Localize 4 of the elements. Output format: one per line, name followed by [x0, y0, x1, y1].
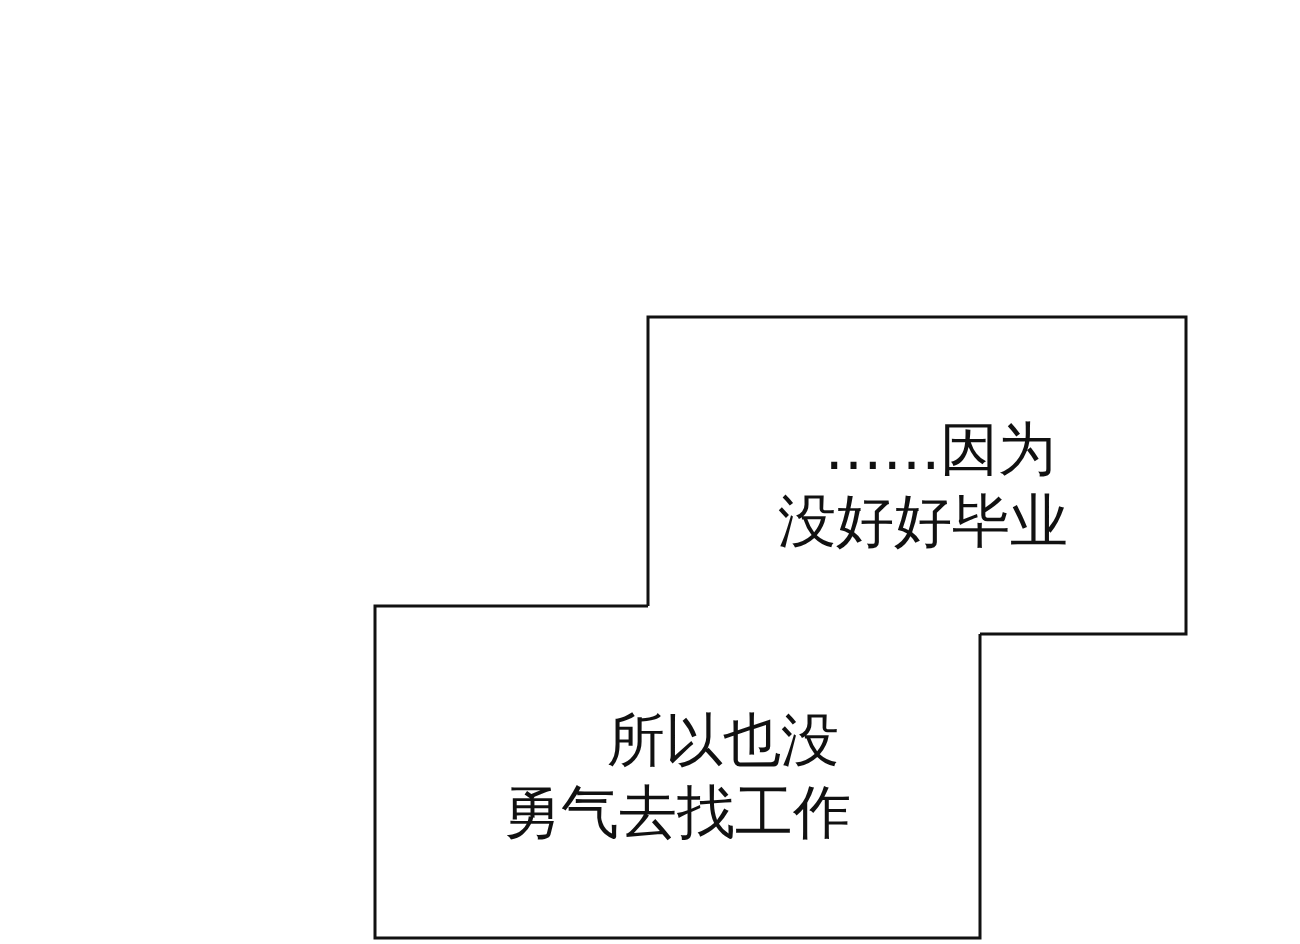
caption-text: ……因为没好好毕业: [778, 414, 1068, 557]
caption-box: [375, 606, 980, 938]
caption-text: 所以也没勇气去找工作: [503, 705, 851, 848]
caption-box: [648, 317, 1186, 634]
